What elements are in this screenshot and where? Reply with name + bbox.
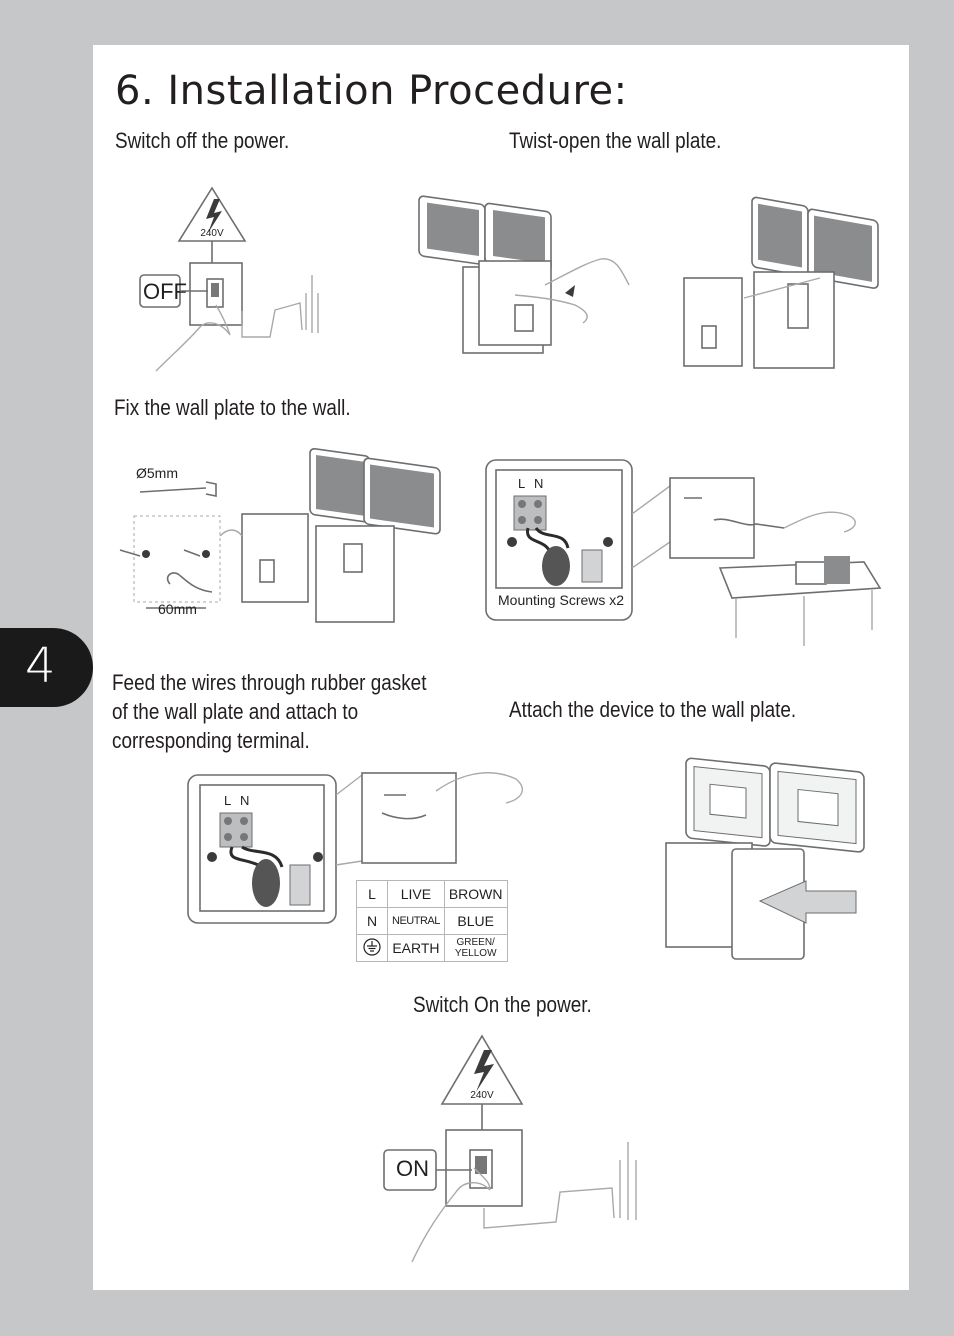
caption-feed-wires-line3: corresponding terminal.	[112, 728, 310, 753]
wire-colour-cell: BROWN	[443, 880, 508, 908]
terminal-l-label: L	[518, 476, 525, 491]
wire-colour-cell: BLUE	[443, 907, 508, 935]
earth-icon	[356, 934, 388, 962]
page-title: 6. Installation Procedure:	[115, 68, 628, 114]
drill-size-label: Ø5mm	[136, 465, 178, 481]
wire-name-cell: LIVE	[387, 880, 445, 908]
hole-spacing-label: 60mm	[158, 601, 197, 617]
terminal-cell: N	[356, 907, 388, 935]
terminal-n-label-2: N	[240, 793, 249, 808]
table-row: L LIVE BROWN	[356, 880, 508, 908]
caption-feed-wires-line1: Feed the wires through rubber gasket	[112, 670, 427, 695]
wire-colour-cell: GREEN/ YELLOW	[443, 934, 508, 962]
terminal-l-label-2: L	[224, 793, 231, 808]
wiring-table: L LIVE BROWN N NEUTRAL BLUE EARTH GREEN/…	[356, 880, 508, 962]
twist-open-illustration-1	[418, 195, 630, 354]
caption-attach-device: Attach the device to the wall plate.	[509, 697, 797, 722]
caption-switch-on: Switch On the power.	[413, 992, 592, 1017]
mounting-screws-label: Mounting Screws x2	[498, 592, 624, 608]
switch-on-illustration: 240V ON	[383, 1034, 637, 1263]
table-row: N NEUTRAL BLUE	[356, 907, 508, 935]
caption-fix-plate: Fix the wall plate to the wall.	[114, 395, 351, 420]
terminal-cell: L	[356, 880, 388, 908]
voltage-label-2: 240V	[470, 1090, 494, 1101]
page-number-tab: 4	[0, 628, 93, 707]
caption-feed-wires-line2: of the wall plate and attach to	[112, 699, 359, 724]
page-number: 4	[25, 638, 56, 694]
twist-open-illustration-2	[683, 196, 879, 369]
switch-off-illustration: 240V OFF	[139, 186, 319, 372]
off-label: OFF	[143, 279, 187, 304]
caption-switch-off: Switch off the power.	[115, 128, 290, 153]
voltage-label: 240V	[200, 228, 224, 239]
attach-device-illustration	[665, 757, 865, 960]
caption-twist-open: Twist-open the wall plate.	[509, 128, 722, 153]
terminal-wiring-illustration: L N	[187, 772, 524, 924]
wire-name-cell: NEUTRAL	[387, 907, 445, 935]
mounting-screws-illustration: L N Mounting Screws x2	[485, 459, 882, 646]
wire-name-cell: EARTH	[387, 934, 445, 962]
table-row: EARTH GREEN/ YELLOW	[356, 934, 508, 962]
on-label: ON	[396, 1156, 429, 1181]
fix-wall-plate-illustration: Ø5mm 60mm	[119, 447, 441, 623]
terminal-n-label: N	[534, 476, 543, 491]
